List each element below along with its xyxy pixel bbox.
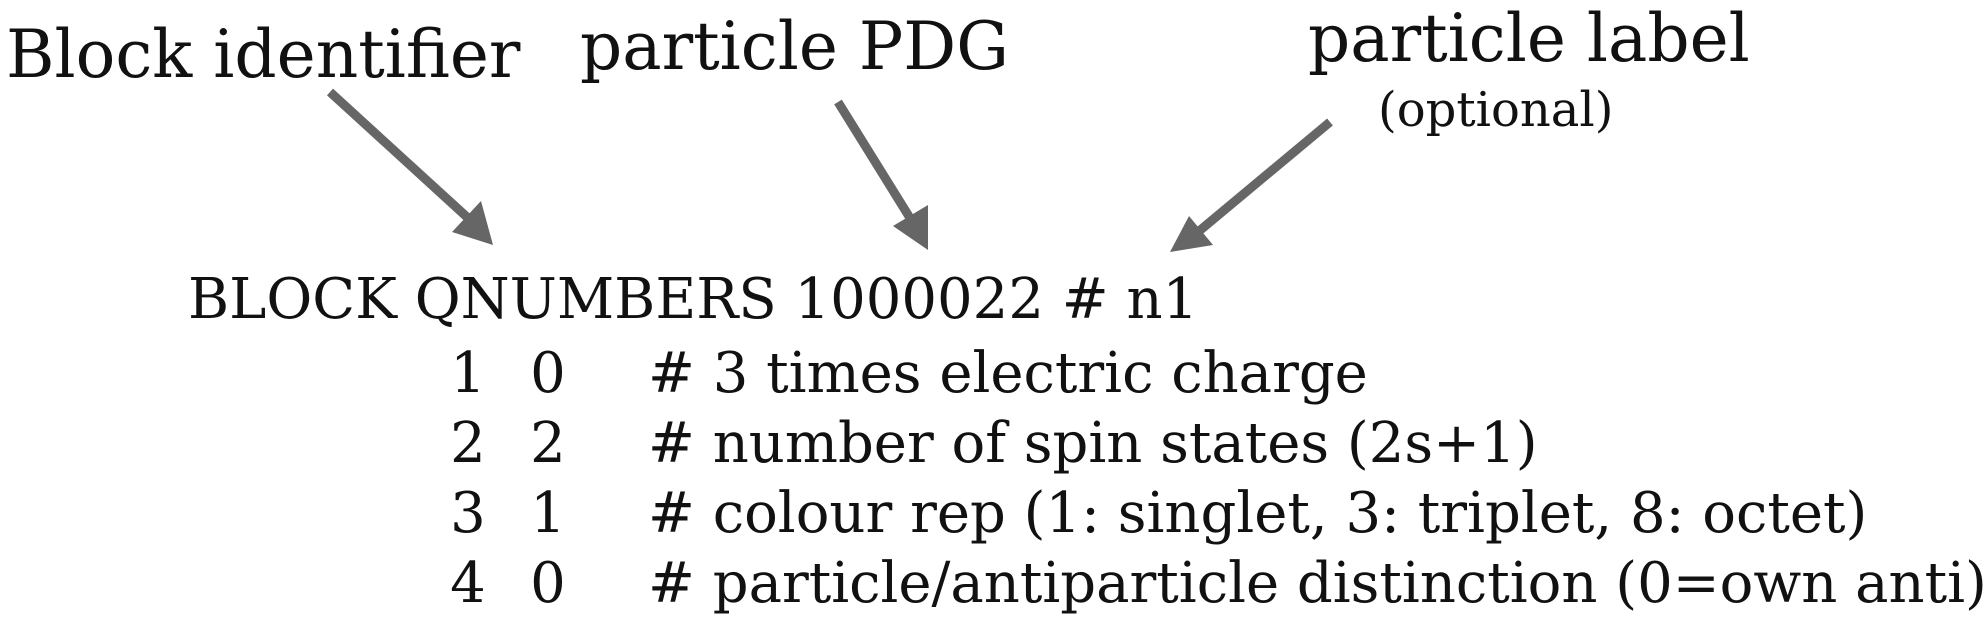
entry-value: 2 xyxy=(530,411,566,476)
arrow-block-identifier xyxy=(326,88,493,245)
entry-value: 0 xyxy=(530,551,566,616)
entry-comment: # 3 times electric charge xyxy=(648,341,1368,406)
qnumbers-entries: 1 0 # 3 times electric charge 2 2 # numb… xyxy=(448,341,1987,636)
block-identifier-label: Block identifier xyxy=(6,16,521,93)
entry-index: 2 xyxy=(450,411,486,476)
entry-value: 1 xyxy=(530,481,566,546)
entry-comment: # number of spin states (2s+1) xyxy=(648,411,1538,476)
entry-index: 4 xyxy=(450,551,486,616)
entry-value: 0 xyxy=(530,341,566,406)
entry-index: 3 xyxy=(450,481,486,546)
entry-index: 1 xyxy=(450,341,486,406)
arrow-particle-pdg xyxy=(834,99,928,250)
block-header: BLOCK QNUMBERS 1000022 # n1 xyxy=(188,267,1199,332)
particle-pdg-label: particle PDG xyxy=(580,8,1009,85)
arrow-particle-label xyxy=(1170,118,1333,252)
particle-label-label: particle label xyxy=(1308,0,1750,77)
entry-comment: # colour rep (1: singlet, 3: triplet, 8:… xyxy=(648,481,1868,546)
entry-comment: # particle/antiparticle distinction (0=o… xyxy=(648,551,1987,616)
particle-label-optional-note: (optional) xyxy=(1378,82,1614,138)
